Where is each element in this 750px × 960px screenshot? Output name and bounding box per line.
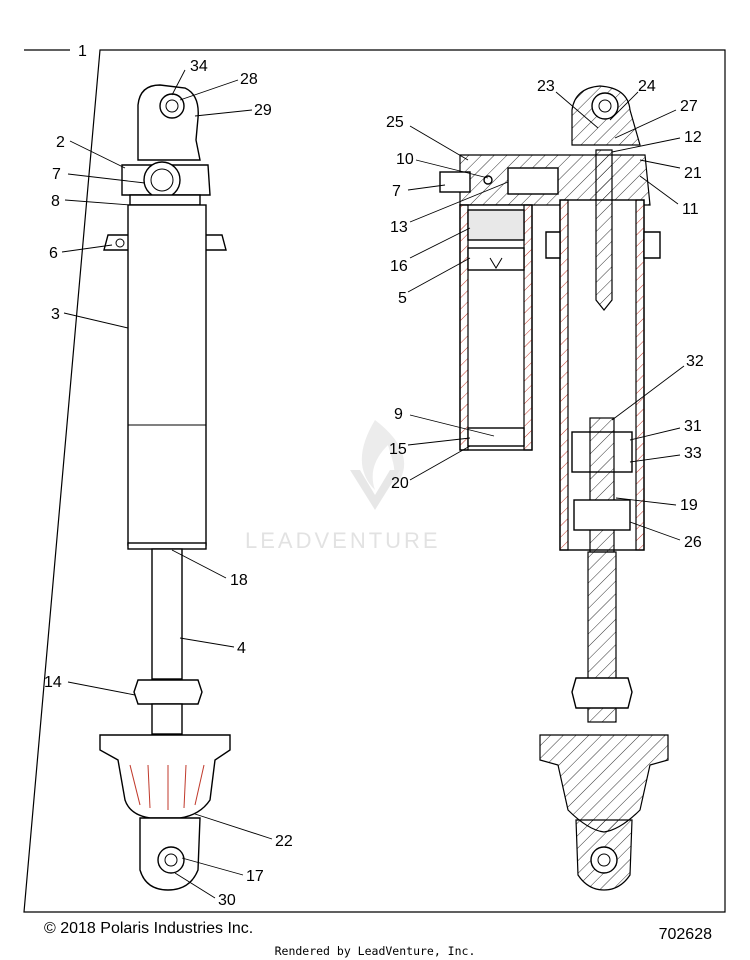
callout-8: 8 [51,193,60,210]
callout-13: 13 [390,219,408,236]
shock-exterior-view [99,84,231,891]
callout-5: 5 [398,290,407,307]
piston-bolt [589,417,615,553]
callout-4: 4 [237,640,246,657]
section-bump-stop [571,677,633,709]
floating-piston [467,247,525,271]
shock-body [127,204,207,546]
reservoir-end [467,427,525,447]
cup-ribs [129,764,205,810]
frame: 1 [23,43,726,913]
callout-17: 17 [246,868,264,885]
callout-28: 28 [240,71,258,88]
callout-33: 33 [684,445,702,462]
reservoir-cap [467,209,525,241]
leadventure-watermark: LEADVENTURE [245,420,441,553]
adjuster-cap [439,171,471,193]
bottom-cup [99,734,231,819]
adjuster-needle [595,149,613,311]
callout-14: 14 [44,674,62,691]
top-eyelet [137,84,201,161]
callout-9: 9 [394,406,403,423]
callout-22: 22 [275,833,293,850]
left-callouts: 34 28 29 2 7 8 6 3 18 4 14 22 17 30 [44,58,293,909]
shock-section-view [439,85,669,891]
callout-26: 26 [684,534,702,551]
rendered-by-text: Rendered by LeadVenture, Inc. [274,944,476,958]
callout-19: 19 [680,497,698,514]
callout-29: 29 [254,102,272,119]
callout-18: 18 [230,572,248,589]
bump-stop [133,679,203,705]
callout-32: 32 [686,353,704,370]
callout-3: 3 [51,306,60,323]
body-seal [127,542,207,550]
frame-label: 1 [78,43,87,60]
figure-number: 702628 [658,926,712,943]
reservoir-body [459,204,533,451]
callout-31: 31 [684,418,702,435]
callout-21: 21 [684,165,702,182]
callout-6: 6 [49,245,58,262]
callout-27: 27 [680,98,698,115]
top-bushing [159,93,185,119]
callout-12: 12 [684,129,702,146]
callout-10: 10 [396,151,414,168]
callout-24: 24 [638,78,656,95]
right-callouts: 23 24 27 12 21 11 25 10 7 13 16 5 9 15 2… [386,78,704,551]
copyright-text: © 2018 Polaris Industries Inc. [44,920,254,937]
callout-30: 30 [218,892,236,909]
shaft-seal-head [573,499,631,531]
callout-20: 20 [391,475,409,492]
callout-23: 23 [537,78,555,95]
watermark-text: LEADVENTURE [245,528,441,553]
callout-7: 7 [52,166,61,183]
callout-2: 2 [56,134,65,151]
bottom-bushing [157,846,185,874]
callout-11: 11 [682,201,699,218]
shaft [151,548,183,680]
section-bottom-cup [539,734,669,833]
callout-15: 15 [389,441,407,458]
compression-adjuster [507,167,559,195]
callout-34: 34 [190,58,208,75]
adjuster-knob [143,161,181,199]
callout-7-section: 7 [392,183,401,200]
body-cap [129,194,201,206]
callout-25: 25 [386,114,404,131]
callout-16: 16 [390,258,408,275]
